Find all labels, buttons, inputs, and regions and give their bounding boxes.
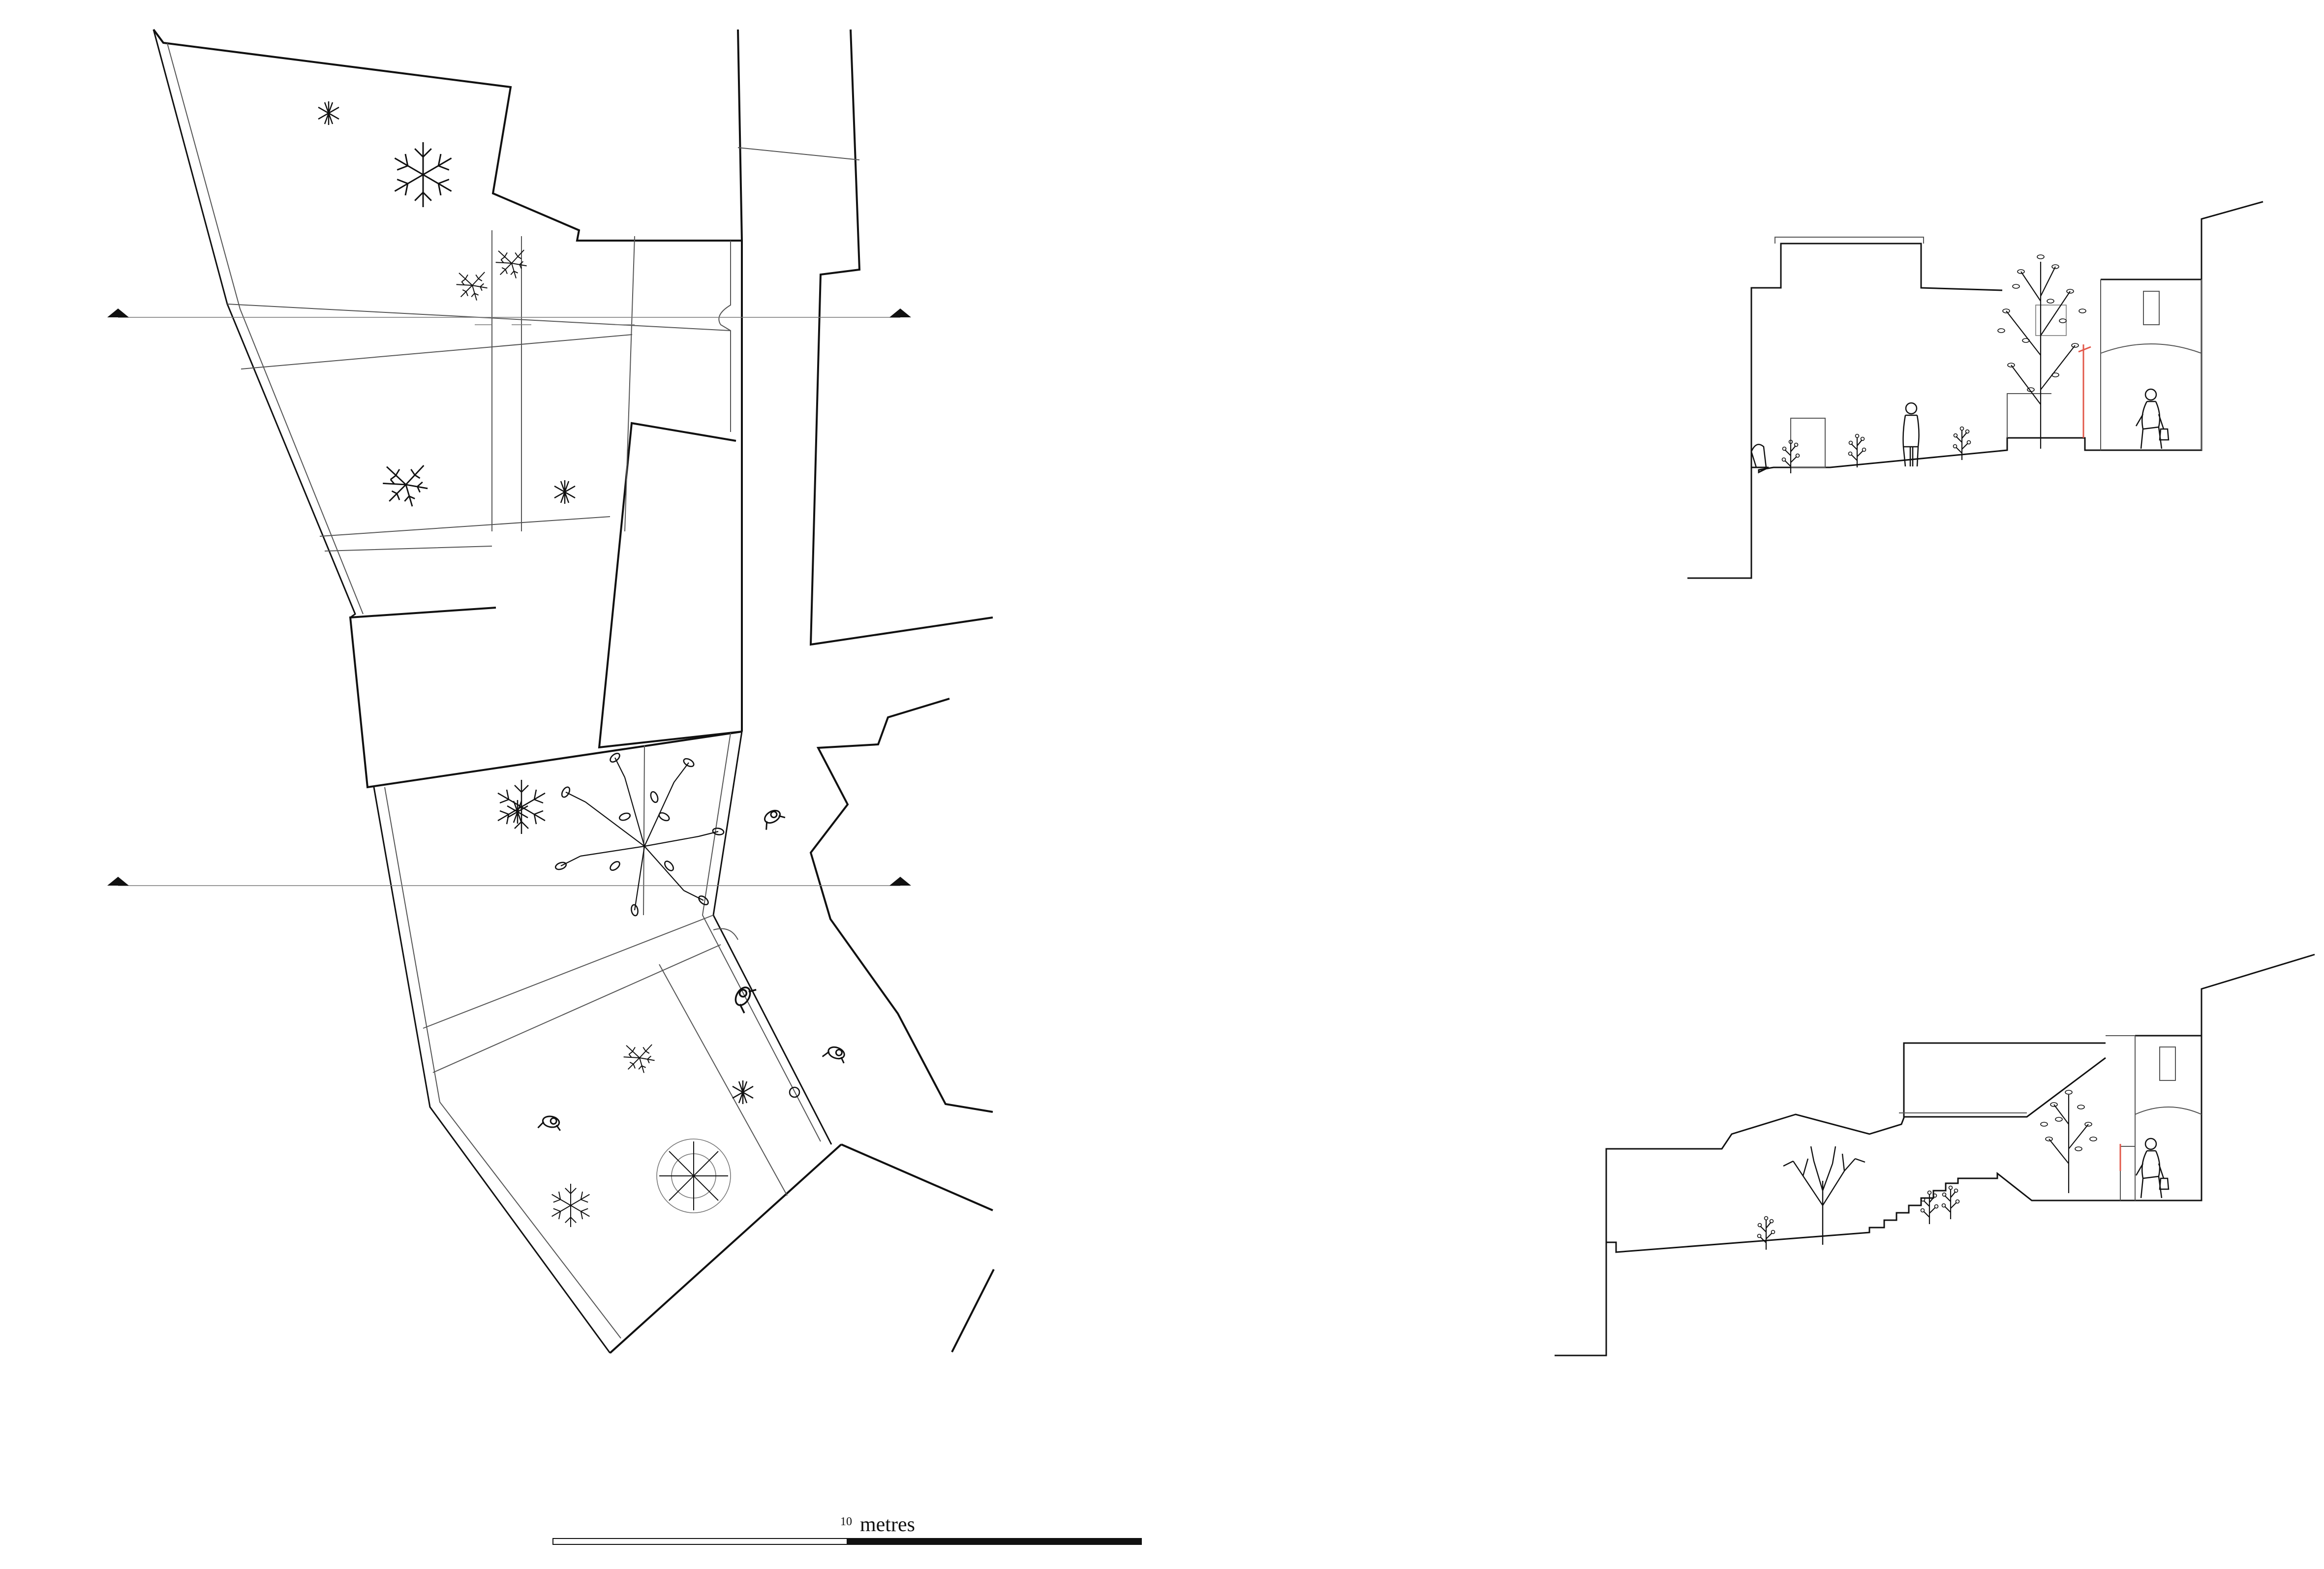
section-marker-upper xyxy=(107,308,911,317)
plan-large-tree xyxy=(554,751,725,917)
plan-dotted-tree xyxy=(656,1138,731,1213)
section-upper xyxy=(1687,201,2263,579)
scale-bar-unit: metres xyxy=(860,1513,915,1536)
section-marker-lower xyxy=(107,877,911,886)
site-plan xyxy=(107,29,995,1354)
scale-bar-value: 10 xyxy=(840,1515,852,1528)
section-lower xyxy=(1555,954,2315,1356)
scale-bar: 10 metres xyxy=(552,1513,1142,1545)
